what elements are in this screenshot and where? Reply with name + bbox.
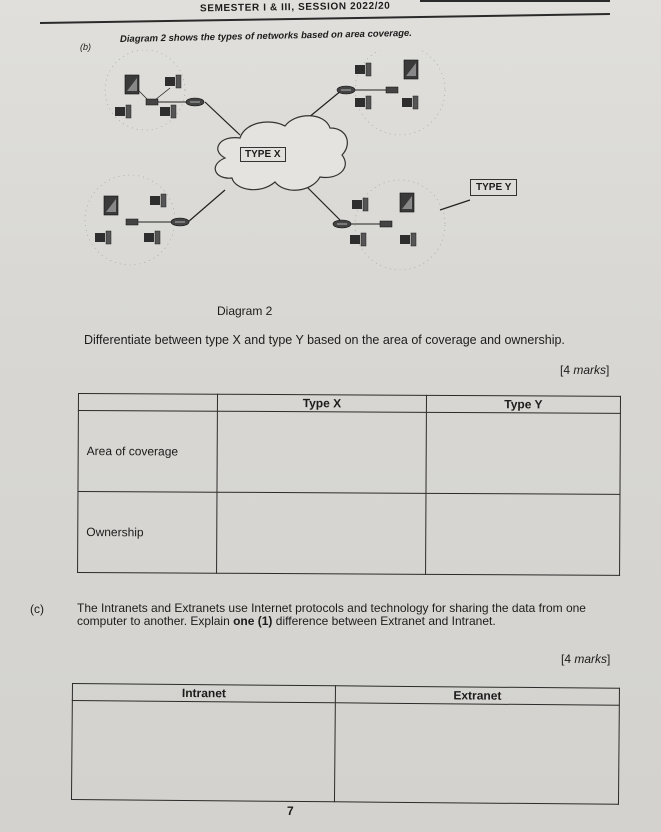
lan-top-left xyxy=(104,49,205,131)
marks-suffix: ] xyxy=(606,363,610,377)
network-diagram-svg xyxy=(84,44,471,271)
question-c-text-part1: The Intranets and Extranets use Internet… xyxy=(77,601,586,628)
question-c-text-part2: difference between Extranet and Intranet… xyxy=(272,614,496,628)
answer-cell-type-y-ownership[interactable] xyxy=(425,493,620,576)
marks-prefix: [4 xyxy=(561,652,575,666)
exam-header: SEMESTER I & III, SESSION 2022/20 xyxy=(199,0,391,15)
answer-cell-type-x-coverage[interactable] xyxy=(216,411,427,494)
page-number: 7 xyxy=(287,804,294,818)
question-b-text: Diagram 2 shows the types of networks ba… xyxy=(119,27,413,45)
type-comparison-table: Type X Type Y Area of coverage Ownership xyxy=(77,393,621,576)
question-b-marks: [4 marks] xyxy=(560,363,609,377)
header-type-x: Type X xyxy=(217,394,427,413)
table-row xyxy=(71,700,620,805)
header-rule-top xyxy=(420,0,610,2)
network-diagram: TYPE X TYPE Y xyxy=(80,44,560,290)
question-b-label: (b) xyxy=(80,42,91,52)
question-c-text-bold: one (1) xyxy=(233,614,273,628)
marks-suffix: ] xyxy=(607,652,611,666)
answer-cell-type-x-ownership[interactable] xyxy=(216,492,426,575)
row-label: Area of coverage xyxy=(77,410,218,493)
question-c-label: (c) xyxy=(30,602,44,616)
marks-prefix: [4 xyxy=(560,363,574,377)
question-c-marks: [4 marks] xyxy=(561,652,610,666)
type-y-label: TYPE Y xyxy=(470,179,518,196)
type-x-label: TYPE X xyxy=(240,147,286,162)
intranet-extranet-table: Intranet Extranet xyxy=(71,683,620,805)
lan-bottom-right xyxy=(332,179,446,271)
table-row-ownership: Ownership xyxy=(77,491,620,576)
answer-cell-extranet[interactable] xyxy=(334,702,620,805)
answer-cell-intranet[interactable] xyxy=(71,700,336,802)
diagram-caption: Diagram 2 xyxy=(217,304,273,318)
marks-word: marks xyxy=(573,363,607,377)
marks-word: marks xyxy=(574,652,608,666)
header-type-y: Type Y xyxy=(426,395,621,414)
table-row-area-of-coverage: Area of coverage xyxy=(77,410,621,495)
question-b-instruction: Differentiate between type X and type Y … xyxy=(84,333,565,347)
header-empty xyxy=(78,393,218,412)
row-label: Ownership xyxy=(77,491,217,574)
answer-cell-type-y-coverage[interactable] xyxy=(425,412,621,495)
lan-top-right xyxy=(336,44,446,136)
header-rule xyxy=(39,13,610,24)
lan-bottom-left xyxy=(84,174,190,266)
question-c-text: The Intranets and Extranets use Internet… xyxy=(77,602,622,628)
